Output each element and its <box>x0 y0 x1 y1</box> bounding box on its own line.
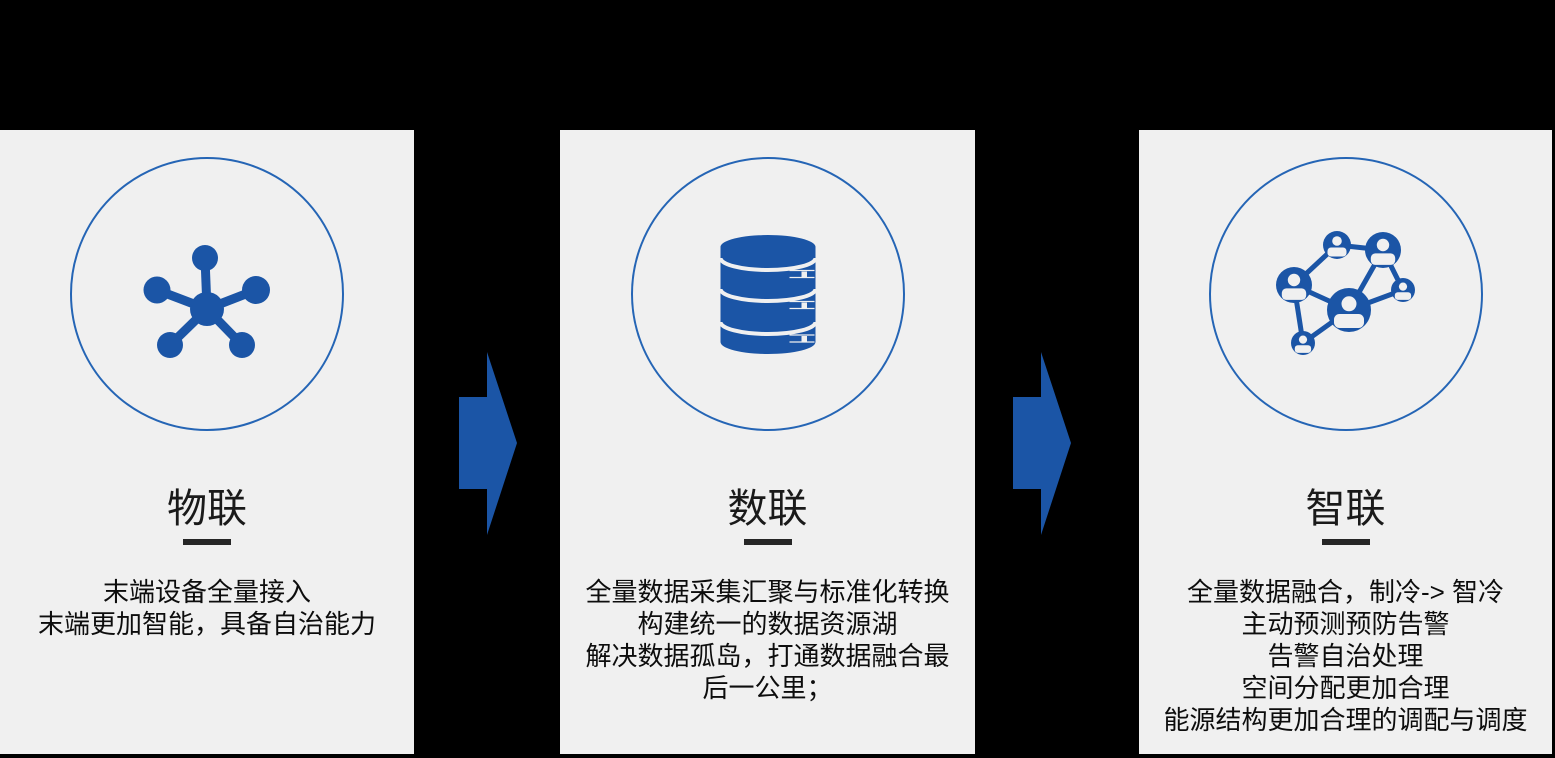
stage-card-iot: 物联 末端设备全量接入 末端更加智能，具备自治能力 <box>0 130 414 754</box>
stage-description-line: 末端更加智能，具备自治能力 <box>37 609 376 639</box>
title-underline <box>743 539 792 545</box>
stage-card-intelligence: 智联 全量数据融合，制冷-> 智冷 主动预测预防告警 告警自治处理 空间分配更加… <box>1139 130 1552 754</box>
stage-description-line: 主动预测预防告警 <box>1241 609 1450 639</box>
stage-description-line: 解决数据孤岛，打通数据融合最后一公里； <box>585 641 950 703</box>
stage-description-line: 空间分配更加合理 <box>1241 673 1450 703</box>
stage-title: 数联 <box>727 487 808 531</box>
stage-description: 末端设备全量接入 末端更加智能，具备自治能力 <box>0 576 414 640</box>
stage-description-line: 能源结构更加合理的调配与调度 <box>1163 705 1528 735</box>
stage-description-line: 全量数据采集汇聚与标准化转换 <box>585 577 950 607</box>
stage-title: 智联 <box>1305 487 1386 531</box>
stage-description: 全量数据采集汇聚与标准化转换 构建统一的数据资源湖 解决数据孤岛，打通数据融合最… <box>560 576 975 704</box>
icon-circle-outline <box>1208 157 1483 431</box>
stage-title: 物联 <box>167 487 247 531</box>
title-underline <box>1321 539 1370 545</box>
stage-card-data: 数联 全量数据采集汇聚与标准化转换 构建统一的数据资源湖 解决数据孤岛，打通数据… <box>560 130 975 754</box>
stage-description-line: 构建统一的数据资源湖 <box>637 609 898 639</box>
hub-network-icon <box>143 245 270 358</box>
arrow-right-icon <box>459 352 517 535</box>
stage-description-line: 末端设备全量接入 <box>102 577 311 607</box>
stage-description-line: 告警自治处理 <box>1267 641 1424 671</box>
arrow-right-icon <box>1013 352 1071 535</box>
icon-circle-outline <box>70 157 344 431</box>
stage-description-line: 全量数据融合，制冷-> 智冷 <box>1186 577 1505 607</box>
database-icon <box>719 235 816 354</box>
people-network-icon <box>1275 231 1415 355</box>
stage-description: 全量数据融合，制冷-> 智冷 主动预测预防告警 告警自治处理 空间分配更加合理 … <box>1139 576 1552 736</box>
title-underline <box>183 539 231 545</box>
icon-circle-outline <box>630 157 905 431</box>
